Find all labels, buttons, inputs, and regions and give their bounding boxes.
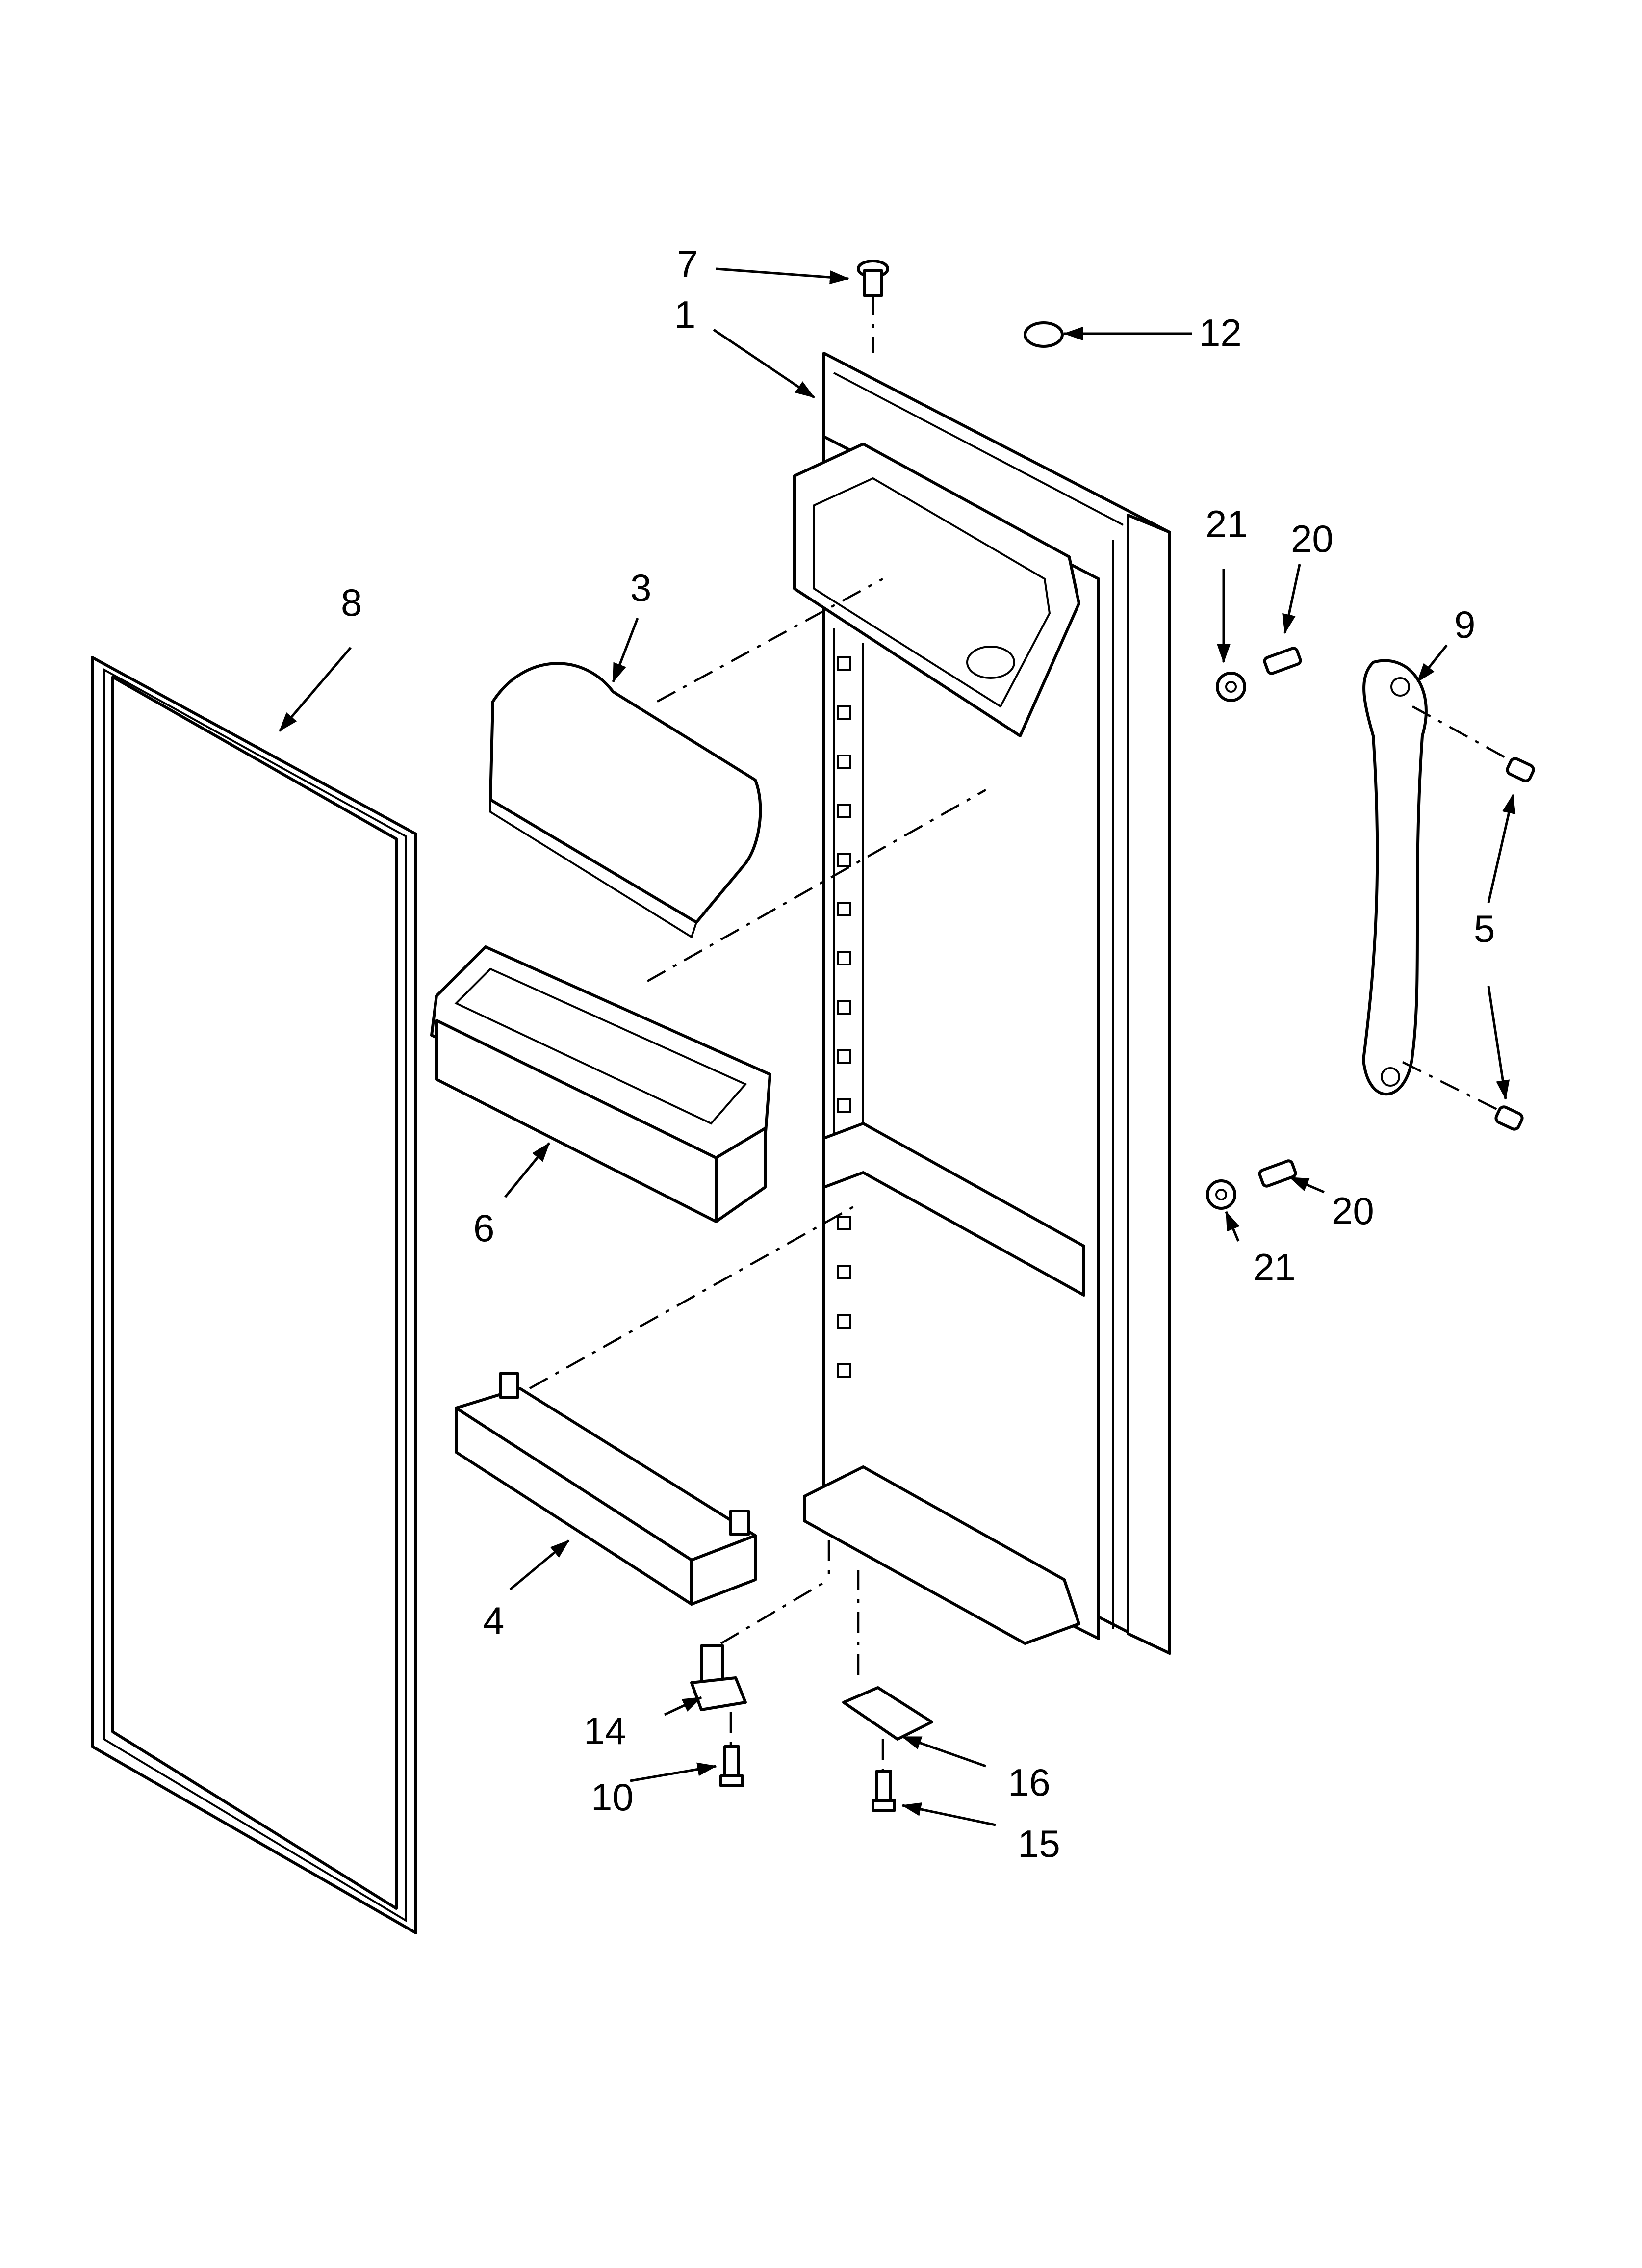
lower-door-bin-part <box>455 1372 757 1606</box>
hinge-bracket-part <box>842 1686 933 1741</box>
callout-8: 8 <box>341 581 362 624</box>
callout-20-upper: 20 <box>1291 517 1334 560</box>
leader-arrows <box>279 267 1516 1826</box>
callout-10: 10 <box>591 1775 634 1819</box>
spacer-upper-part <box>1216 672 1246 702</box>
callout-1: 1 <box>674 293 695 336</box>
callout-4: 4 <box>483 1599 504 1642</box>
callout-3: 3 <box>630 566 651 609</box>
callout-21-upper: 21 <box>1206 502 1248 546</box>
callout-5: 5 <box>1474 907 1495 950</box>
callout-6: 6 <box>473 1206 494 1250</box>
handle-screw-upper-part <box>1263 647 1302 675</box>
callout-7: 7 <box>677 242 698 286</box>
callout-21-lower: 21 <box>1253 1246 1296 1289</box>
callout-14: 14 <box>584 1709 626 1752</box>
dispenser-cover-part <box>489 662 762 939</box>
callout-9: 9 <box>1454 603 1475 646</box>
handle-screw-lower-part <box>1258 1159 1297 1188</box>
callout-16: 16 <box>1008 1761 1051 1804</box>
callout-15: 15 <box>1018 1822 1060 1865</box>
door-liner-part <box>793 352 1171 1655</box>
callout-12: 12 <box>1199 311 1242 354</box>
plug-part <box>857 260 889 297</box>
handle-part <box>1362 659 1428 1096</box>
door-bin-part <box>430 945 771 1223</box>
callout-20-lower: 20 <box>1332 1189 1374 1232</box>
hinge-screw-part <box>719 1745 744 1787</box>
hinge-pin-part <box>690 1644 747 1711</box>
screw-upper-part <box>1506 757 1535 782</box>
screw-lower-part <box>1494 1105 1524 1131</box>
spacer-lower-part <box>1206 1179 1236 1210</box>
door-gasket-part <box>91 656 417 1934</box>
cap-part <box>1024 321 1064 348</box>
assembly-lines <box>529 294 1512 1771</box>
bracket-screw-part <box>872 1770 896 1812</box>
